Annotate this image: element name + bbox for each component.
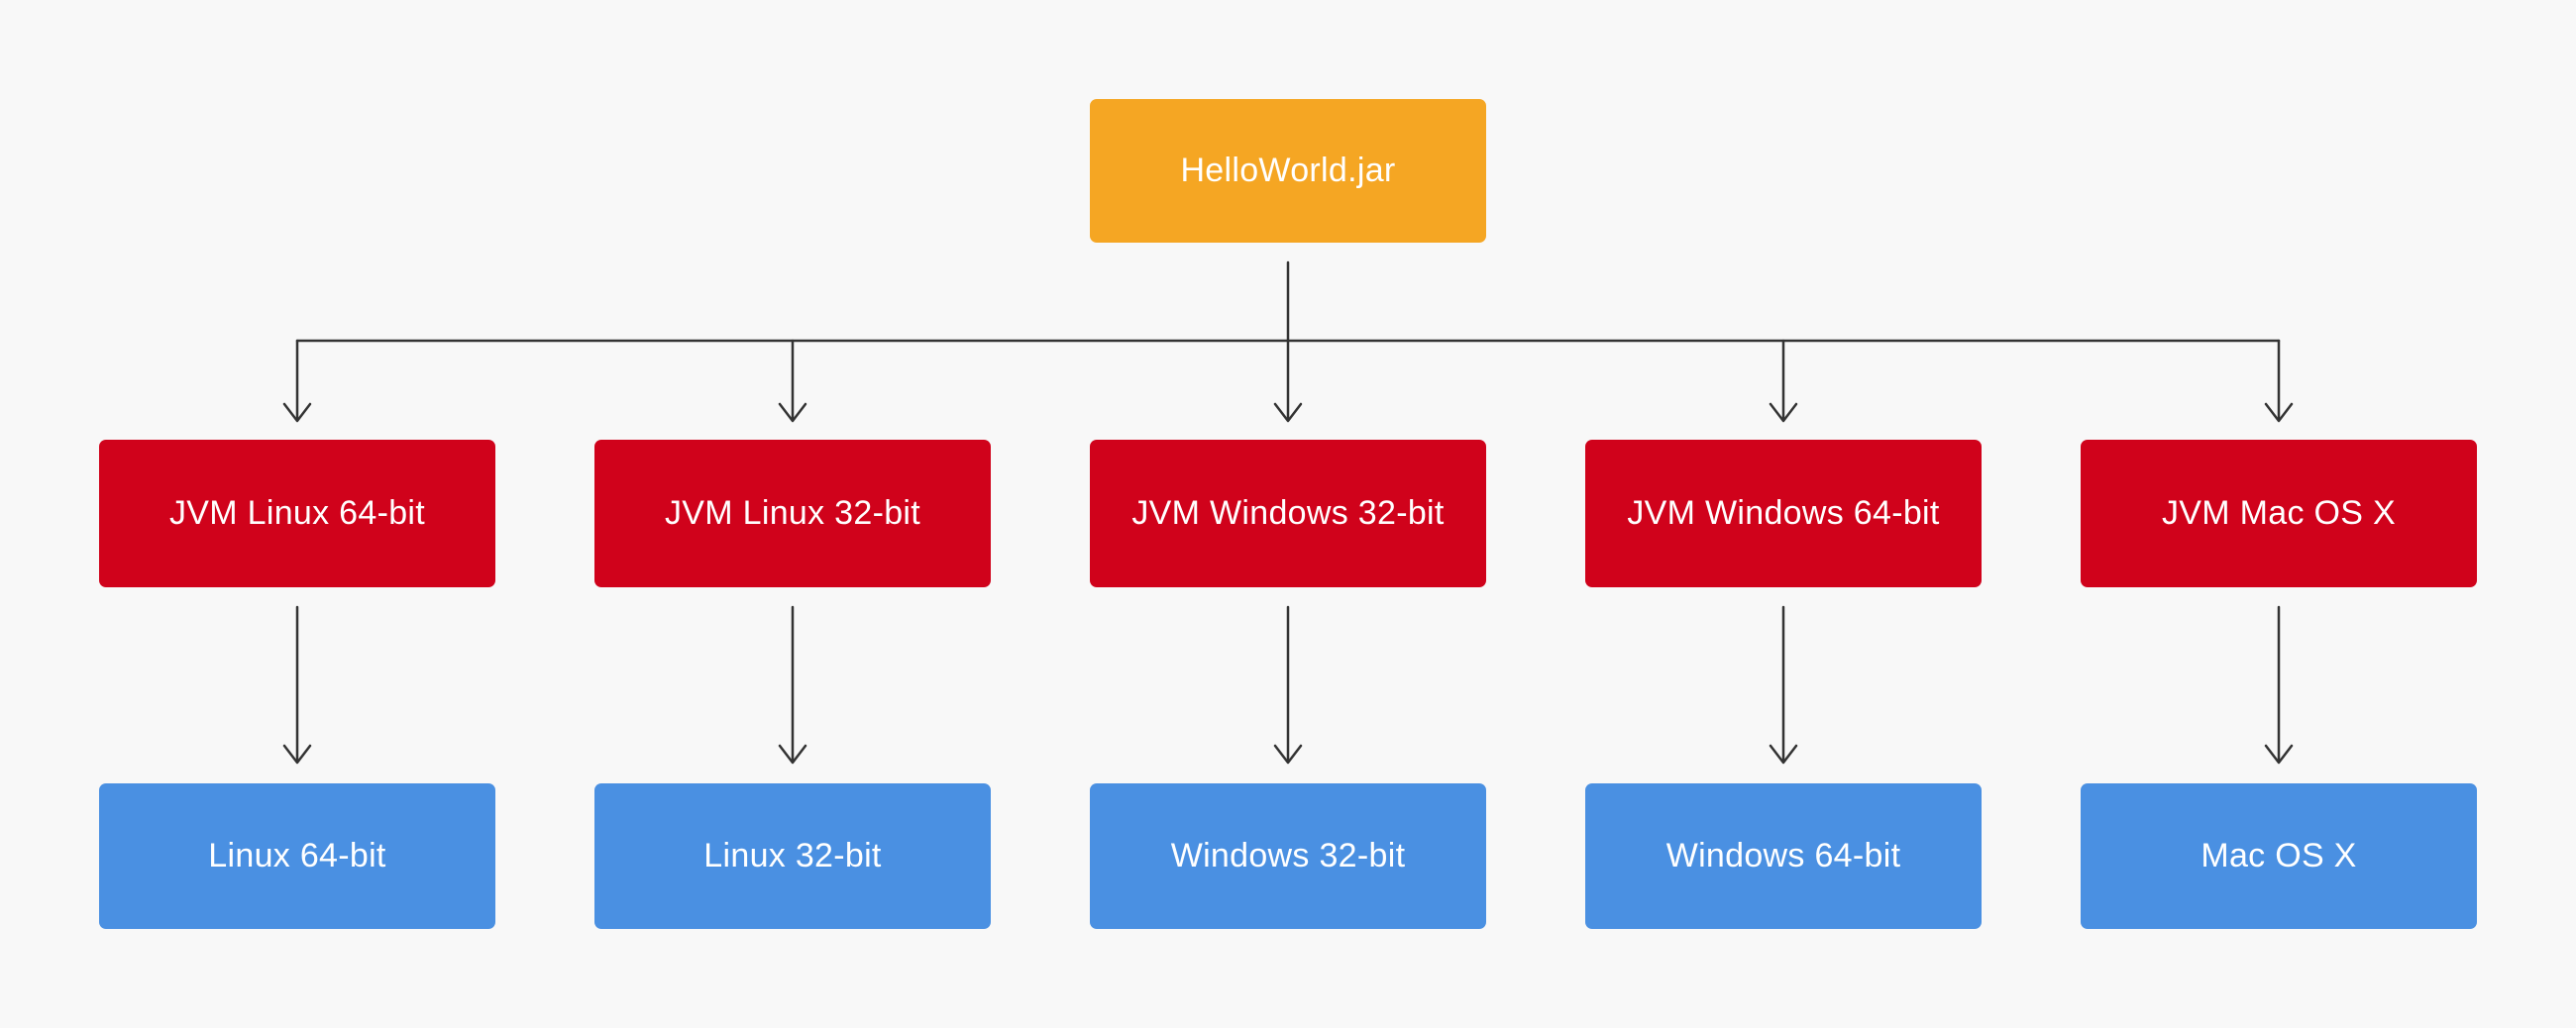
arrowhead-down-icon <box>1769 744 1798 765</box>
arrowhead-down-icon <box>2264 402 2294 423</box>
node-os-linux-32: Linux 32-bit <box>594 783 991 929</box>
node-os-windows-32: Windows 32-bit <box>1090 783 1486 929</box>
arrowhead-down-icon <box>1273 744 1303 765</box>
arrowhead-down-icon <box>282 402 312 423</box>
node-os-linux-64: Linux 64-bit <box>99 783 495 929</box>
arrowhead-down-icon <box>778 744 807 765</box>
node-jvm-mac-os-x: JVM Mac OS X <box>2081 440 2477 587</box>
node-os-mac-os-x: Mac OS X <box>2081 783 2477 929</box>
node-jvm-linux-32: JVM Linux 32-bit <box>594 440 991 587</box>
node-helloworld-jar: HelloWorld.jar <box>1090 99 1486 243</box>
arrowhead-down-icon <box>1273 402 1303 423</box>
arrowhead-down-icon <box>282 744 312 765</box>
node-jvm-windows-64: JVM Windows 64-bit <box>1585 440 1982 587</box>
node-os-windows-64: Windows 64-bit <box>1585 783 1982 929</box>
node-jvm-linux-64: JVM Linux 64-bit <box>99 440 495 587</box>
arrowhead-down-icon <box>2264 744 2294 765</box>
arrowhead-down-icon <box>778 402 807 423</box>
node-jvm-windows-32: JVM Windows 32-bit <box>1090 440 1486 587</box>
arrowhead-down-icon <box>1769 402 1798 423</box>
